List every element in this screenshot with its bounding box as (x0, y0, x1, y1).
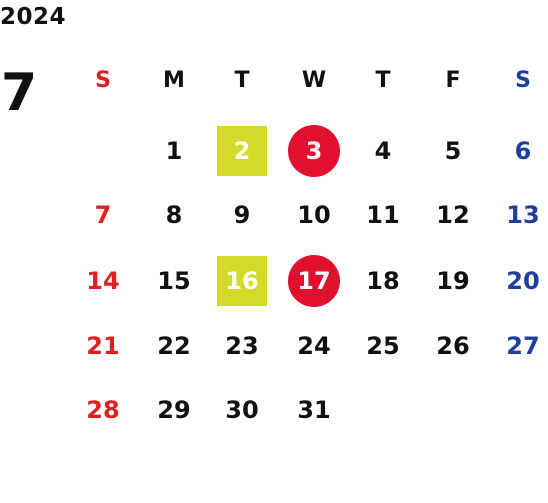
calendar-day-10[interactable]: 10 (297, 201, 331, 229)
calendar-day-30[interactable]: 30 (225, 396, 259, 424)
calendar-day-11[interactable]: 11 (366, 201, 400, 229)
calendar-day-1[interactable]: 1 (165, 137, 183, 165)
weekday-header-monday: M (163, 68, 185, 93)
weekday-header-friday: F (445, 68, 461, 93)
calendar-day-22[interactable]: 22 (157, 332, 191, 360)
calendar-day-2[interactable]: 2 (217, 126, 267, 176)
calendar-day-14[interactable]: 14 (86, 267, 120, 295)
calendar-day-31[interactable]: 31 (297, 396, 331, 424)
calendar-day-8[interactable]: 8 (165, 201, 183, 229)
weekday-header-thursday: T (375, 68, 391, 93)
calendar-day-18[interactable]: 18 (366, 267, 400, 295)
calendar-day-24[interactable]: 24 (297, 332, 331, 360)
calendar-month: 7 (1, 63, 38, 123)
calendar-day-16[interactable]: 16 (217, 256, 267, 306)
calendar-day-21[interactable]: 21 (86, 332, 120, 360)
calendar-day-25[interactable]: 25 (366, 332, 400, 360)
calendar-year: 2024 (0, 4, 67, 30)
calendar-day-19[interactable]: 19 (436, 267, 470, 295)
weekday-header-sunday: S (95, 68, 111, 93)
calendar-day-27[interactable]: 27 (506, 332, 540, 360)
calendar-day-23[interactable]: 23 (225, 332, 259, 360)
calendar-day-6[interactable]: 6 (514, 137, 532, 165)
calendar-day-5[interactable]: 5 (444, 137, 462, 165)
calendar-day-29[interactable]: 29 (157, 396, 191, 424)
calendar-day-12[interactable]: 12 (436, 201, 470, 229)
calendar-day-20[interactable]: 20 (506, 267, 540, 295)
calendar-day-15[interactable]: 15 (157, 267, 191, 295)
calendar-day-4[interactable]: 4 (374, 137, 392, 165)
weekday-header-tuesday: T (234, 68, 250, 93)
calendar-day-13[interactable]: 13 (506, 201, 540, 229)
weekday-header-saturday: S (515, 68, 531, 93)
calendar-day-3[interactable]: 3 (288, 125, 340, 177)
calendar-day-9[interactable]: 9 (233, 201, 251, 229)
weekday-header-wednesday: W (301, 68, 327, 93)
calendar-day-7[interactable]: 7 (94, 201, 112, 229)
calendar-day-17[interactable]: 17 (288, 255, 340, 307)
calendar-day-26[interactable]: 26 (436, 332, 470, 360)
calendar-day-28[interactable]: 28 (86, 396, 120, 424)
